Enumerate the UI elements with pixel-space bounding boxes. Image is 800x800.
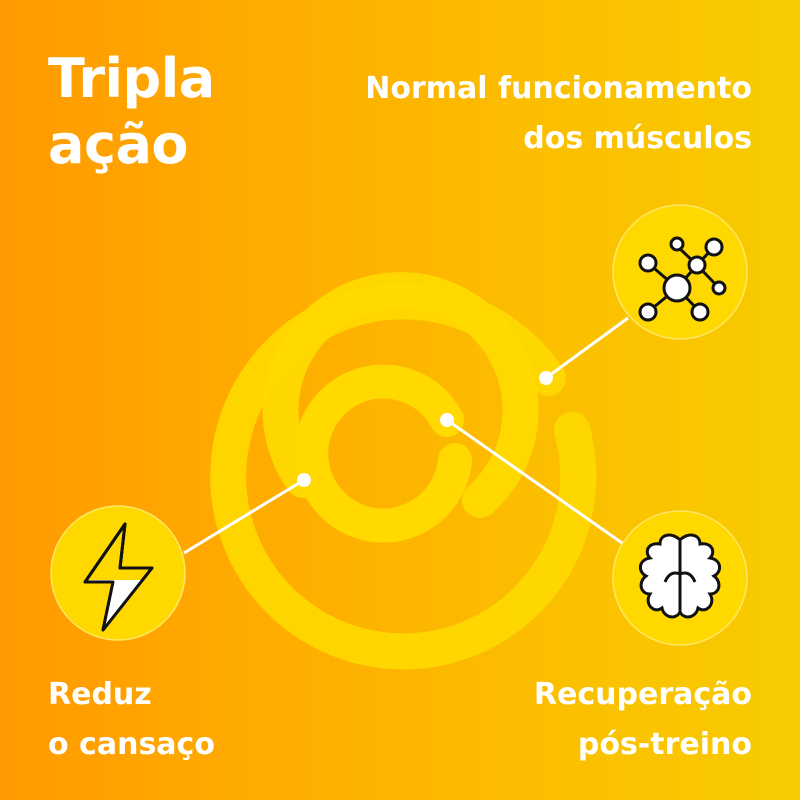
connector-lines: [183, 316, 633, 555]
benefit-recovery-line-1: Recuperação: [533, 677, 752, 712]
benefit-muscles-line-1: Normal funcionamento: [365, 71, 752, 106]
lightning-bolt-icon: [50, 505, 186, 641]
connector-dots: [297, 371, 553, 487]
spiral-graphic: [210, 272, 597, 670]
benefit-muscles-line-2: dos músculos: [523, 121, 752, 156]
title-line-2: ação: [48, 113, 188, 176]
benefit-fatigue-line-1: Reduz: [48, 677, 152, 712]
benefit-fatigue-line-2: o cansaço: [48, 727, 215, 762]
page-title: Tripla ação: [48, 46, 215, 178]
benefit-recovery-label: Recuperação pós-treino: [534, 670, 752, 770]
benefit-fatigue-label: Reduz o cansaço: [48, 670, 215, 770]
benefit-recovery-line-2: pós-treino: [577, 727, 752, 762]
title-line-1: Tripla: [48, 47, 215, 110]
brain-icon: [612, 510, 748, 646]
benefit-muscles-label: Normal funcionamento dos músculos: [365, 64, 752, 164]
molecule-network-icon: [612, 204, 748, 340]
